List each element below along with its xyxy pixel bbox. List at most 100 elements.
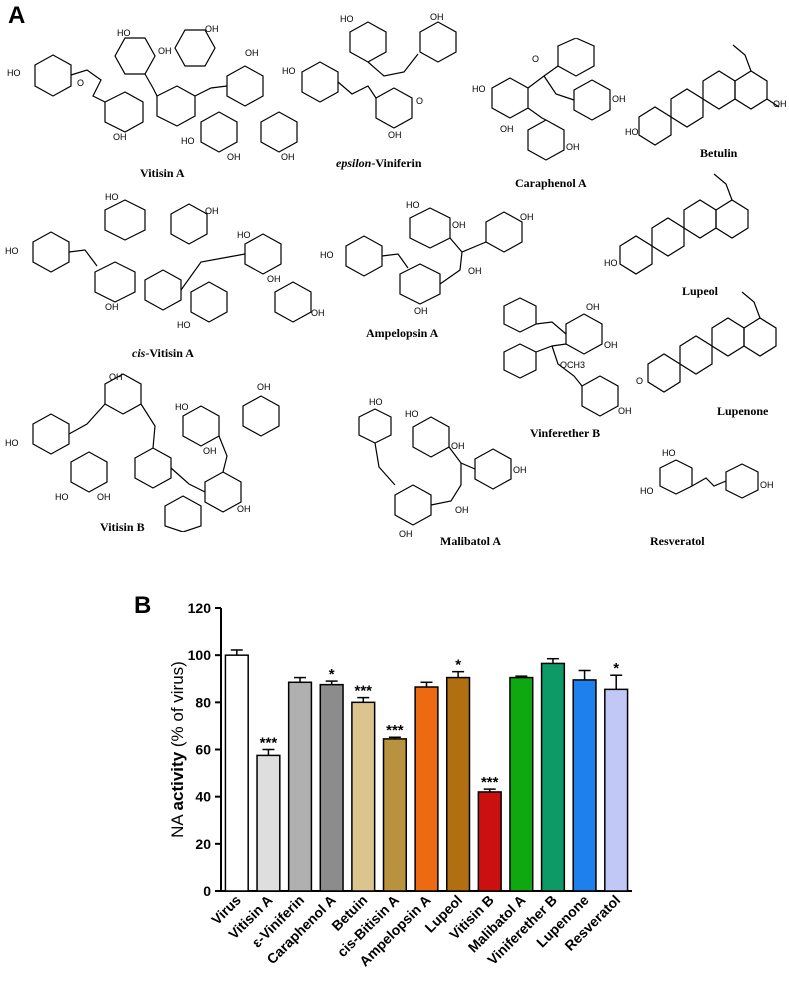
- oh-label: OH: [430, 12, 444, 22]
- ho-label: HO: [340, 14, 354, 24]
- oh-label: OH: [109, 372, 123, 382]
- oh-label: OH: [604, 340, 618, 350]
- oh-label: OH: [618, 406, 632, 416]
- compound-name: Resveratol: [650, 534, 705, 548]
- oh-label: OH: [452, 220, 466, 230]
- ho-label: HO: [406, 200, 420, 210]
- oh-label: OH: [513, 465, 527, 475]
- vitisin-b-structure: OH HO HO OH HO OH OH OH: [5, 372, 305, 532]
- oh-label: OH: [760, 480, 774, 490]
- significance-label: *: [329, 666, 335, 683]
- compound-name: Vinferether B: [530, 426, 601, 440]
- oh-label: OH: [520, 212, 534, 222]
- o-label: O: [77, 78, 85, 88]
- y-tick-label: 120: [188, 600, 212, 616]
- ho-label: HO: [472, 84, 486, 94]
- ho-label: HO: [625, 127, 639, 137]
- compound-name: Ampelopsin A: [366, 326, 439, 340]
- compound-name: Vitisin B: [100, 520, 145, 534]
- compound-name: Lupenone: [717, 404, 769, 418]
- ho-label: HO: [181, 136, 195, 146]
- oh-label: OH: [257, 382, 271, 392]
- oh-label: OH: [468, 266, 482, 276]
- oh-label: OH: [105, 302, 119, 312]
- ho-label: HO: [662, 448, 676, 458]
- ho-label: HO: [320, 250, 334, 260]
- ho-label: HO: [369, 397, 383, 407]
- resveratol-structure: HO HO OH: [640, 448, 789, 518]
- compound-name: epsilon-Viniferin: [336, 156, 422, 170]
- bar-11: [572, 679, 597, 892]
- compound-name: Betulin: [700, 146, 738, 160]
- ho-label: HO: [604, 258, 618, 268]
- bar-4: [351, 701, 376, 892]
- significance-label: ***: [260, 735, 278, 752]
- oh-label: OH: [414, 306, 428, 316]
- vitisin-a-structure: HO OH OH HO O OH OH HO OH OH: [5, 10, 305, 165]
- ho-label: HO: [55, 492, 69, 502]
- oh-label: OH: [388, 130, 402, 140]
- panel-a-label: A: [8, 2, 26, 29]
- panel-b-label: B: [134, 592, 152, 619]
- oh-label: OH: [237, 504, 251, 514]
- y-tick-label: 60: [195, 742, 211, 758]
- cis-vitisin-a-structure: HO OH HO OH HO OH HO OH: [5, 192, 325, 337]
- bar-12: [604, 688, 629, 892]
- oh-label: OH: [97, 492, 111, 502]
- o-label: O: [532, 54, 540, 64]
- significance-label: *: [613, 660, 619, 677]
- oh-label: OH: [158, 46, 172, 56]
- oh-label: OH: [205, 206, 219, 216]
- bar-0: [224, 654, 249, 892]
- compound-name: Malibatol A: [440, 534, 502, 548]
- ho-label: HO: [177, 320, 191, 330]
- oh-label: OH: [500, 124, 514, 134]
- ho-label: HO: [5, 438, 19, 448]
- significance-label: ***: [481, 774, 499, 791]
- ho-label: HO: [7, 68, 21, 78]
- ho-label: HO: [175, 402, 189, 412]
- y-tick-label: 100: [188, 647, 212, 663]
- compound-name: Caraphenol A: [515, 176, 587, 190]
- lupenone-structure: O: [620, 290, 789, 400]
- ho-label: HO: [105, 192, 119, 202]
- oh-label: OH: [281, 152, 295, 162]
- compound-name: Vitisin A: [140, 166, 185, 180]
- bar-10: [540, 662, 566, 892]
- oh-label: OH: [205, 24, 219, 34]
- y-tick-label: 20: [195, 836, 211, 852]
- oh-label: OH: [203, 446, 217, 456]
- betulin-structure: HO OH: [625, 35, 787, 155]
- bar-1: [256, 754, 281, 892]
- ho-label: HO: [640, 486, 654, 496]
- y-tick-label: 40: [195, 789, 211, 805]
- bar-5: [382, 738, 408, 892]
- oh-label: OH: [227, 152, 241, 162]
- vinferether-b-structure: OH OH OCH3 OH: [500, 296, 650, 426]
- bar-2: [287, 681, 313, 892]
- bar-9: [509, 676, 534, 892]
- epsilon-viniferin-structure: HO OH HO O OH: [280, 10, 460, 150]
- bar-3: [319, 683, 344, 892]
- bar-8: [477, 791, 502, 892]
- och3-label: OCH3: [560, 360, 586, 370]
- ho-label: HO: [405, 409, 419, 419]
- oh-label: OH: [245, 48, 259, 58]
- y-tick-label: 80: [195, 694, 211, 710]
- o-label: O: [636, 376, 644, 386]
- y-axis-title: NA activity (% of virus): [168, 661, 187, 838]
- y-tick-label: 0: [203, 883, 211, 899]
- significance-label: ***: [355, 683, 373, 700]
- compound-name: Lupeol: [682, 284, 719, 298]
- o-label: O: [416, 96, 424, 106]
- compound-name: cis-Vitisin A: [132, 346, 194, 360]
- oh-label: OH: [455, 505, 469, 515]
- bar-7: [445, 676, 471, 892]
- oh-label: OH: [113, 132, 127, 142]
- oh-label: OH: [267, 274, 281, 284]
- oh-label: OH: [451, 441, 465, 451]
- oh-label: OH: [399, 529, 413, 539]
- malibatol-a-structure: HO HO OH OH OH OH: [335, 397, 527, 545]
- lupeol-structure: HO: [590, 172, 760, 282]
